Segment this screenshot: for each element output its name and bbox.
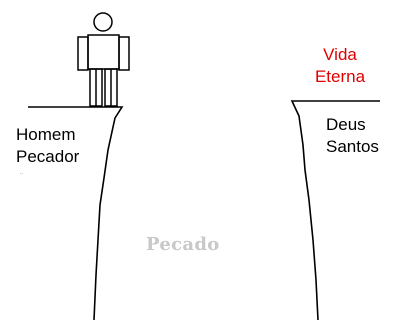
figure-head xyxy=(93,12,113,32)
right-top-line-2: Eterna xyxy=(314,67,366,86)
figure-torso xyxy=(87,34,120,70)
figure-left-arm xyxy=(77,36,89,71)
left-label-line-1: Homem xyxy=(16,125,76,144)
right-cliff-top-label: Vida Eterna xyxy=(300,44,380,88)
gap-label: Pecado xyxy=(146,234,220,255)
tiny-mark: .. xyxy=(20,170,24,176)
left-cliff-label: Homem Pecador xyxy=(16,124,79,168)
stick-figure-icon xyxy=(77,12,130,107)
figure-right-arm xyxy=(118,36,130,71)
right-label-line-1: Deus xyxy=(326,115,366,134)
left-cliff-outline xyxy=(28,106,124,320)
right-cliff-outline xyxy=(290,100,380,320)
right-cliff-label: Deus Santos xyxy=(326,114,379,158)
right-top-line-1: Vida xyxy=(323,45,357,64)
right-label-line-2: Santos xyxy=(326,137,379,156)
left-label-line-2: Pecador xyxy=(16,147,80,166)
